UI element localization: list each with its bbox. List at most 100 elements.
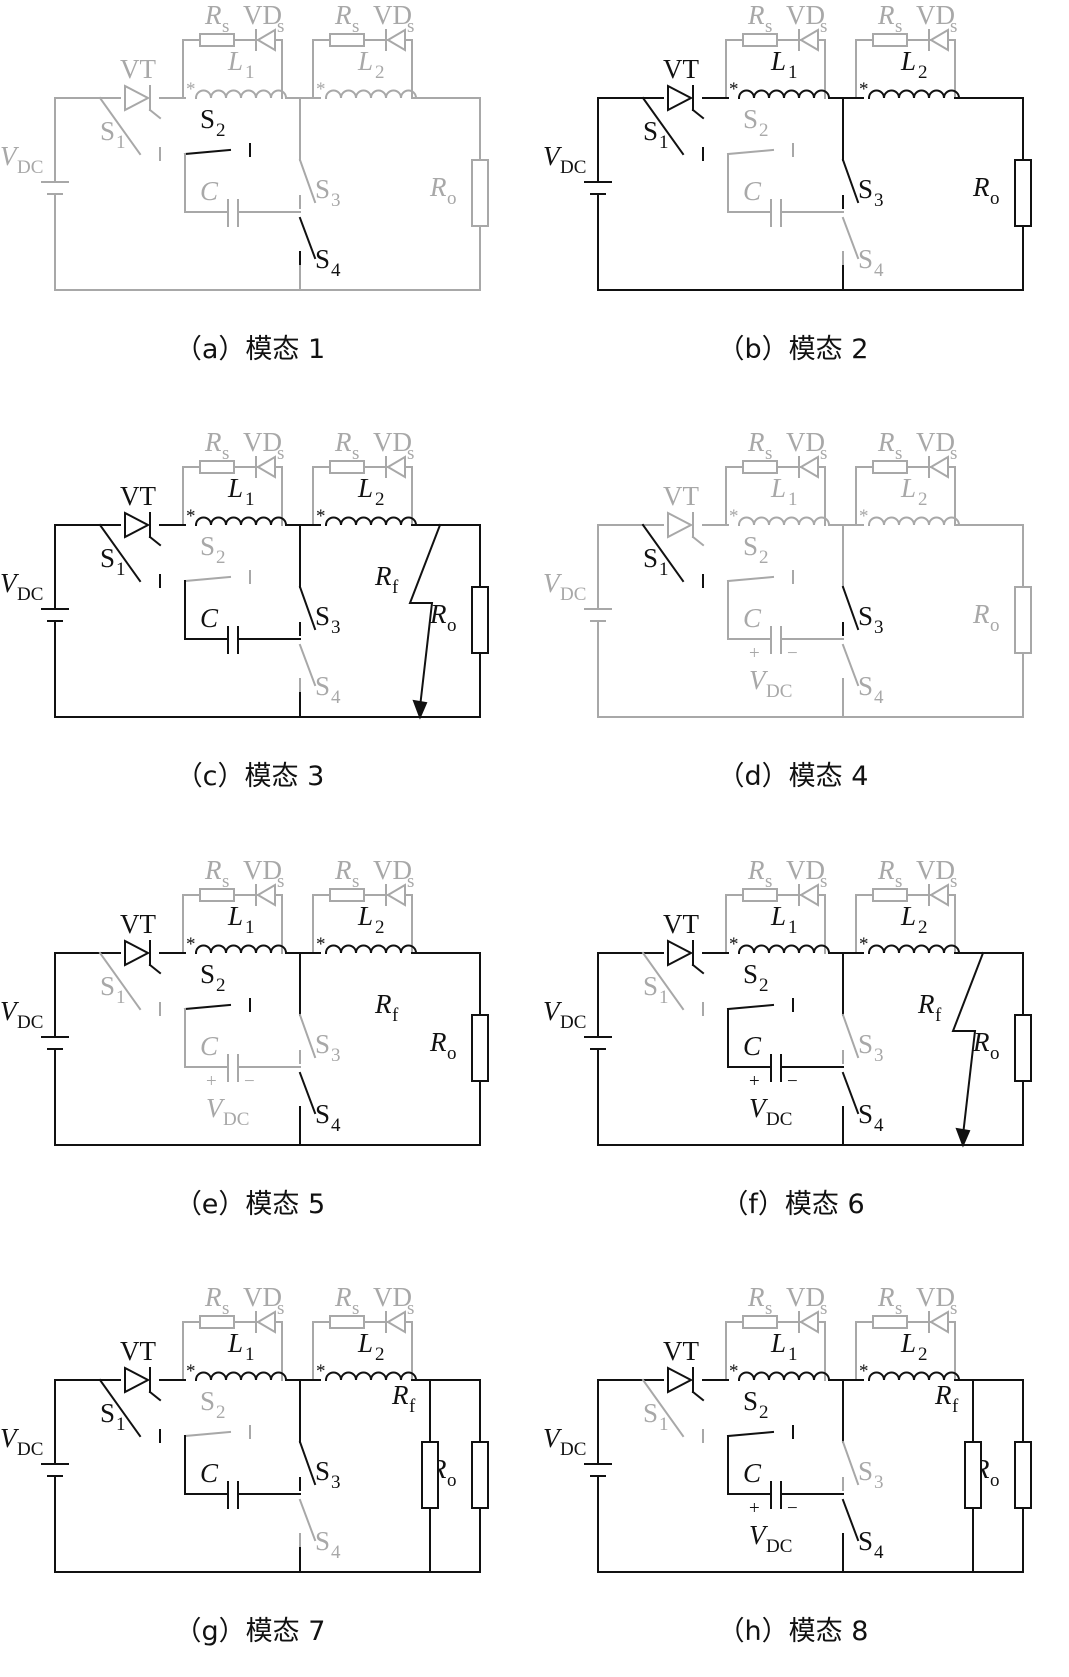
source-label-main: V bbox=[543, 1423, 563, 1453]
snubber-branch bbox=[725, 883, 826, 954]
capacitor-voltage-label-main: V bbox=[206, 1093, 226, 1123]
inductor-l2-label-subscript: 2 bbox=[918, 917, 928, 938]
switch-s3 bbox=[298, 1013, 317, 1064]
panel-caption: （a）模态 1 bbox=[175, 334, 325, 365]
snubber-diode bbox=[256, 28, 276, 52]
load-resistor bbox=[1014, 159, 1032, 227]
snubber-diode-label-main: VD bbox=[373, 1282, 412, 1312]
mode-panel: RsVDsRsVDsVDCVT*L1*L2S1S2S3S4CRoRf（g）模态 … bbox=[0, 1282, 489, 1647]
switch-letter: S bbox=[315, 1029, 330, 1059]
snubber-branch bbox=[725, 28, 826, 99]
panel-caption: （h）模态 8 bbox=[718, 1616, 869, 1647]
snubber-diode-label-main: VD bbox=[916, 427, 955, 457]
fault-resistor bbox=[421, 1379, 439, 1573]
inductor-l2-label-main: L bbox=[357, 901, 373, 931]
dc-source bbox=[584, 1379, 844, 1573]
polarity-dot: * bbox=[729, 1361, 739, 1382]
source-label-subscript: DC bbox=[560, 1439, 586, 1460]
inductor-l2-label-subscript: 2 bbox=[375, 489, 385, 510]
snubber-resistor-label-main: R bbox=[334, 0, 352, 30]
switch-number: 2 bbox=[216, 975, 226, 996]
main-bus bbox=[99, 97, 481, 291]
inductor-l1-label-subscript: 1 bbox=[245, 917, 255, 938]
switch-letter: S bbox=[858, 601, 873, 631]
snubber-diode-label: VDs bbox=[786, 855, 827, 892]
thyristor-label-main: VT bbox=[120, 54, 156, 84]
switch-number: 2 bbox=[216, 547, 226, 568]
snubber-diode-label: VDs bbox=[243, 1282, 284, 1319]
snubber-resistor-label-subscript: s bbox=[895, 16, 902, 37]
switch-number: 1 bbox=[659, 987, 669, 1008]
polarity-dot: * bbox=[859, 1361, 869, 1382]
fault-label-main: R bbox=[917, 989, 935, 1019]
snubber-diode bbox=[799, 1310, 819, 1334]
load-label-subscript: o bbox=[990, 188, 1000, 209]
thyristor-label-main: VT bbox=[663, 1336, 699, 1366]
thyristor-label-main: VT bbox=[120, 909, 156, 939]
snubber-resistor bbox=[872, 1315, 908, 1329]
thyristor-label: VT bbox=[120, 1336, 156, 1366]
switch-s2 bbox=[183, 998, 251, 1012]
snubber-branch bbox=[312, 28, 413, 99]
capacitor-branch bbox=[184, 1008, 301, 1082]
switch-s1 bbox=[98, 1378, 161, 1443]
switch-letter: S bbox=[858, 174, 873, 204]
switch-number: 3 bbox=[874, 190, 884, 211]
panel-caption: （b）模态 2 bbox=[718, 334, 869, 365]
switch-number: 3 bbox=[331, 617, 341, 638]
snubber-resistor-label-main: R bbox=[747, 0, 765, 30]
load-resistor bbox=[1014, 586, 1032, 654]
inductor-l1 bbox=[737, 944, 831, 955]
load-label-subscript: o bbox=[447, 1470, 457, 1491]
polarity-dot: * bbox=[859, 934, 869, 955]
switch-letter: S bbox=[743, 1386, 758, 1416]
capacitor-voltage-label-main: V bbox=[749, 665, 769, 695]
fault-label-main: R bbox=[374, 561, 392, 591]
source-label-subscript: DC bbox=[17, 1439, 43, 1460]
capacitor-voltage-label-subscript: DC bbox=[766, 681, 792, 702]
inductor-l2 bbox=[324, 1371, 418, 1382]
switch-letter: S bbox=[858, 671, 873, 701]
snubber-resistor-label-subscript: s bbox=[895, 1298, 902, 1319]
capacitor-minus: − bbox=[787, 1498, 798, 1519]
snubber-branch bbox=[312, 1310, 413, 1381]
snubber-resistor bbox=[872, 888, 908, 902]
capacitor-label: C bbox=[200, 176, 219, 206]
load-resistor bbox=[471, 159, 489, 227]
snubber-resistor bbox=[742, 33, 778, 47]
switch-number: 4 bbox=[331, 260, 341, 281]
inductor-l1 bbox=[737, 89, 831, 100]
snubber-diode bbox=[929, 883, 949, 907]
capacitor-label: C bbox=[200, 1031, 219, 1061]
switch-s2 bbox=[726, 1425, 794, 1439]
snubber-resistor bbox=[872, 33, 908, 47]
source-label-main: V bbox=[0, 996, 20, 1026]
inductor-l1-label-main: L bbox=[227, 473, 243, 503]
snubber-diode-label-subscript: s bbox=[950, 443, 957, 464]
inductor-l1-label-main: L bbox=[770, 1328, 786, 1358]
inductor-l2 bbox=[867, 516, 961, 527]
source-label-subscript: DC bbox=[17, 584, 43, 605]
load-resistor bbox=[1014, 1014, 1032, 1082]
snubber-resistor-label-main: R bbox=[747, 427, 765, 457]
snubber-diode-label-main: VD bbox=[373, 427, 412, 457]
panel-caption: （g）模态 7 bbox=[175, 1616, 326, 1647]
inductor-l2-label-main: L bbox=[900, 46, 916, 76]
switch-s1 bbox=[98, 951, 161, 1016]
snubber-diode-label-subscript: s bbox=[950, 1298, 957, 1319]
fault-arrow bbox=[408, 523, 442, 720]
